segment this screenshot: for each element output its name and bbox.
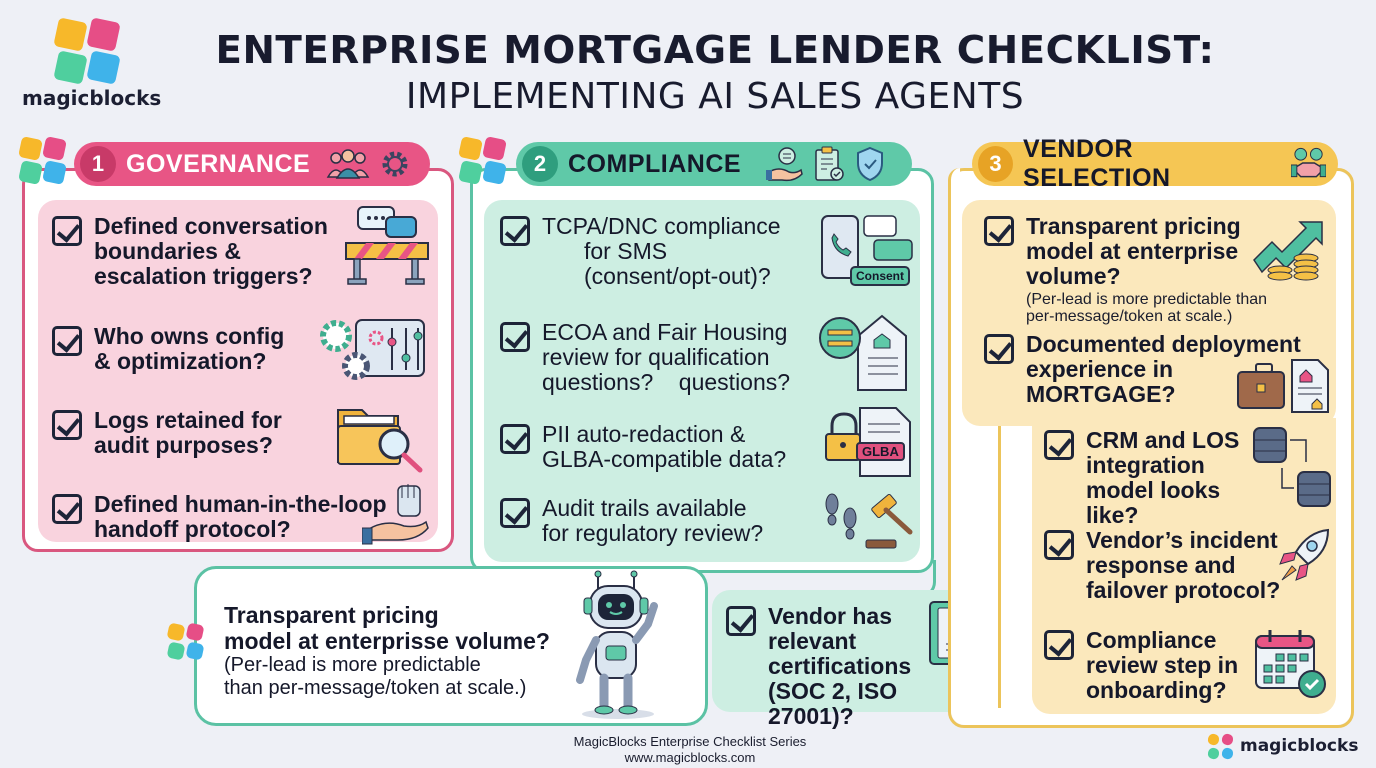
brand-logo: magicblocks bbox=[20, 17, 161, 113]
briefcase-document-icon bbox=[1237, 359, 1329, 413]
section-number: 3 bbox=[978, 146, 1014, 182]
equal-house-icon bbox=[819, 314, 907, 391]
shield-check-icon bbox=[857, 146, 884, 182]
checkbox-checked[interactable] bbox=[500, 322, 530, 352]
vendor-rail-line bbox=[998, 426, 1001, 708]
section-number: 2 bbox=[522, 146, 558, 182]
checkbox-checked[interactable] bbox=[52, 326, 82, 356]
logo-blocks-icon bbox=[53, 17, 121, 85]
team-icon bbox=[326, 149, 370, 179]
glba-badge: GLBA bbox=[856, 442, 905, 461]
hand-coin-icon bbox=[766, 147, 803, 182]
footer-brand-name: magicblocks bbox=[1240, 736, 1359, 756]
footer-series: MagicBlocks Enterprise Checklist Series bbox=[573, 734, 807, 749]
brand-name: magicblocks bbox=[22, 86, 162, 110]
section-number: 1 bbox=[80, 146, 116, 182]
robot-mascot-icon bbox=[576, 570, 658, 719]
gears-sliders-icon bbox=[320, 319, 425, 380]
footer-logo-icon bbox=[1206, 732, 1235, 761]
callout-blocks-icon bbox=[166, 622, 205, 661]
section-title: VENDOR SELECTION bbox=[1023, 135, 1171, 192]
rocket-icon bbox=[1279, 528, 1330, 581]
checklist-item[interactable]: PII auto-redaction &GLBA-compatible data… bbox=[500, 422, 830, 472]
callout-text: Transparent pricing model at enterprisse… bbox=[224, 602, 550, 699]
checklist-item[interactable]: Who owns config& optimization? bbox=[52, 324, 332, 374]
chat-barrier-icon bbox=[345, 206, 429, 285]
governance-blocks-icon bbox=[18, 136, 67, 185]
robot-hand-icon bbox=[362, 484, 429, 545]
calendar-check-icon bbox=[1255, 630, 1326, 698]
governance-header: 1 GOVERNANCE bbox=[74, 142, 430, 186]
checkbox-checked[interactable] bbox=[52, 216, 82, 246]
lock-document-icon: GLBA bbox=[822, 406, 914, 478]
clipboard-check-icon bbox=[815, 146, 844, 181]
compliance-blocks-icon bbox=[458, 136, 507, 185]
checkbox-checked[interactable] bbox=[726, 606, 756, 636]
compliance-header: 2 COMPLIANCE bbox=[516, 142, 912, 186]
vendor-corner-notch bbox=[1002, 426, 1032, 456]
handshake-icon bbox=[1290, 147, 1327, 178]
page-subtitle: IMPLEMENTING AI SALES AGENTS bbox=[405, 76, 1025, 117]
footer-url[interactable]: www.magicblocks.com bbox=[624, 750, 756, 765]
page-title: ENTERPRISE MORTGAGE LENDER CHECKLIST: bbox=[215, 28, 1215, 72]
footer-brand: magicblocks bbox=[1206, 732, 1359, 762]
folder-search-icon bbox=[337, 409, 423, 473]
growth-coins-icon bbox=[1253, 221, 1323, 281]
checklist-item[interactable]: TCPA/DNC compliance for SMS (consent/opt… bbox=[500, 214, 820, 289]
checkbox-checked[interactable] bbox=[500, 424, 530, 454]
footprints-gavel-icon bbox=[825, 493, 913, 549]
checkbox-checked[interactable] bbox=[52, 410, 82, 440]
checkbox-checked[interactable] bbox=[984, 216, 1014, 246]
checkbox-checked[interactable] bbox=[500, 498, 530, 528]
checkbox-checked[interactable] bbox=[1044, 430, 1074, 460]
section-title: GOVERNANCE bbox=[126, 149, 311, 178]
checkbox-checked[interactable] bbox=[984, 334, 1014, 364]
consent-badge: Consent bbox=[850, 266, 910, 286]
gear-icon bbox=[382, 151, 408, 177]
checkbox-checked[interactable] bbox=[1044, 630, 1074, 660]
phone-consent-icon: Consent bbox=[820, 214, 914, 290]
database-sync-icon bbox=[1253, 427, 1331, 507]
checkbox-checked[interactable] bbox=[52, 494, 82, 524]
checkbox-checked[interactable] bbox=[1044, 530, 1074, 560]
checkbox-checked[interactable] bbox=[500, 216, 530, 246]
vendor-header: 3 VENDOR SELECTION bbox=[972, 135, 1338, 192]
section-title: COMPLIANCE bbox=[568, 149, 742, 178]
